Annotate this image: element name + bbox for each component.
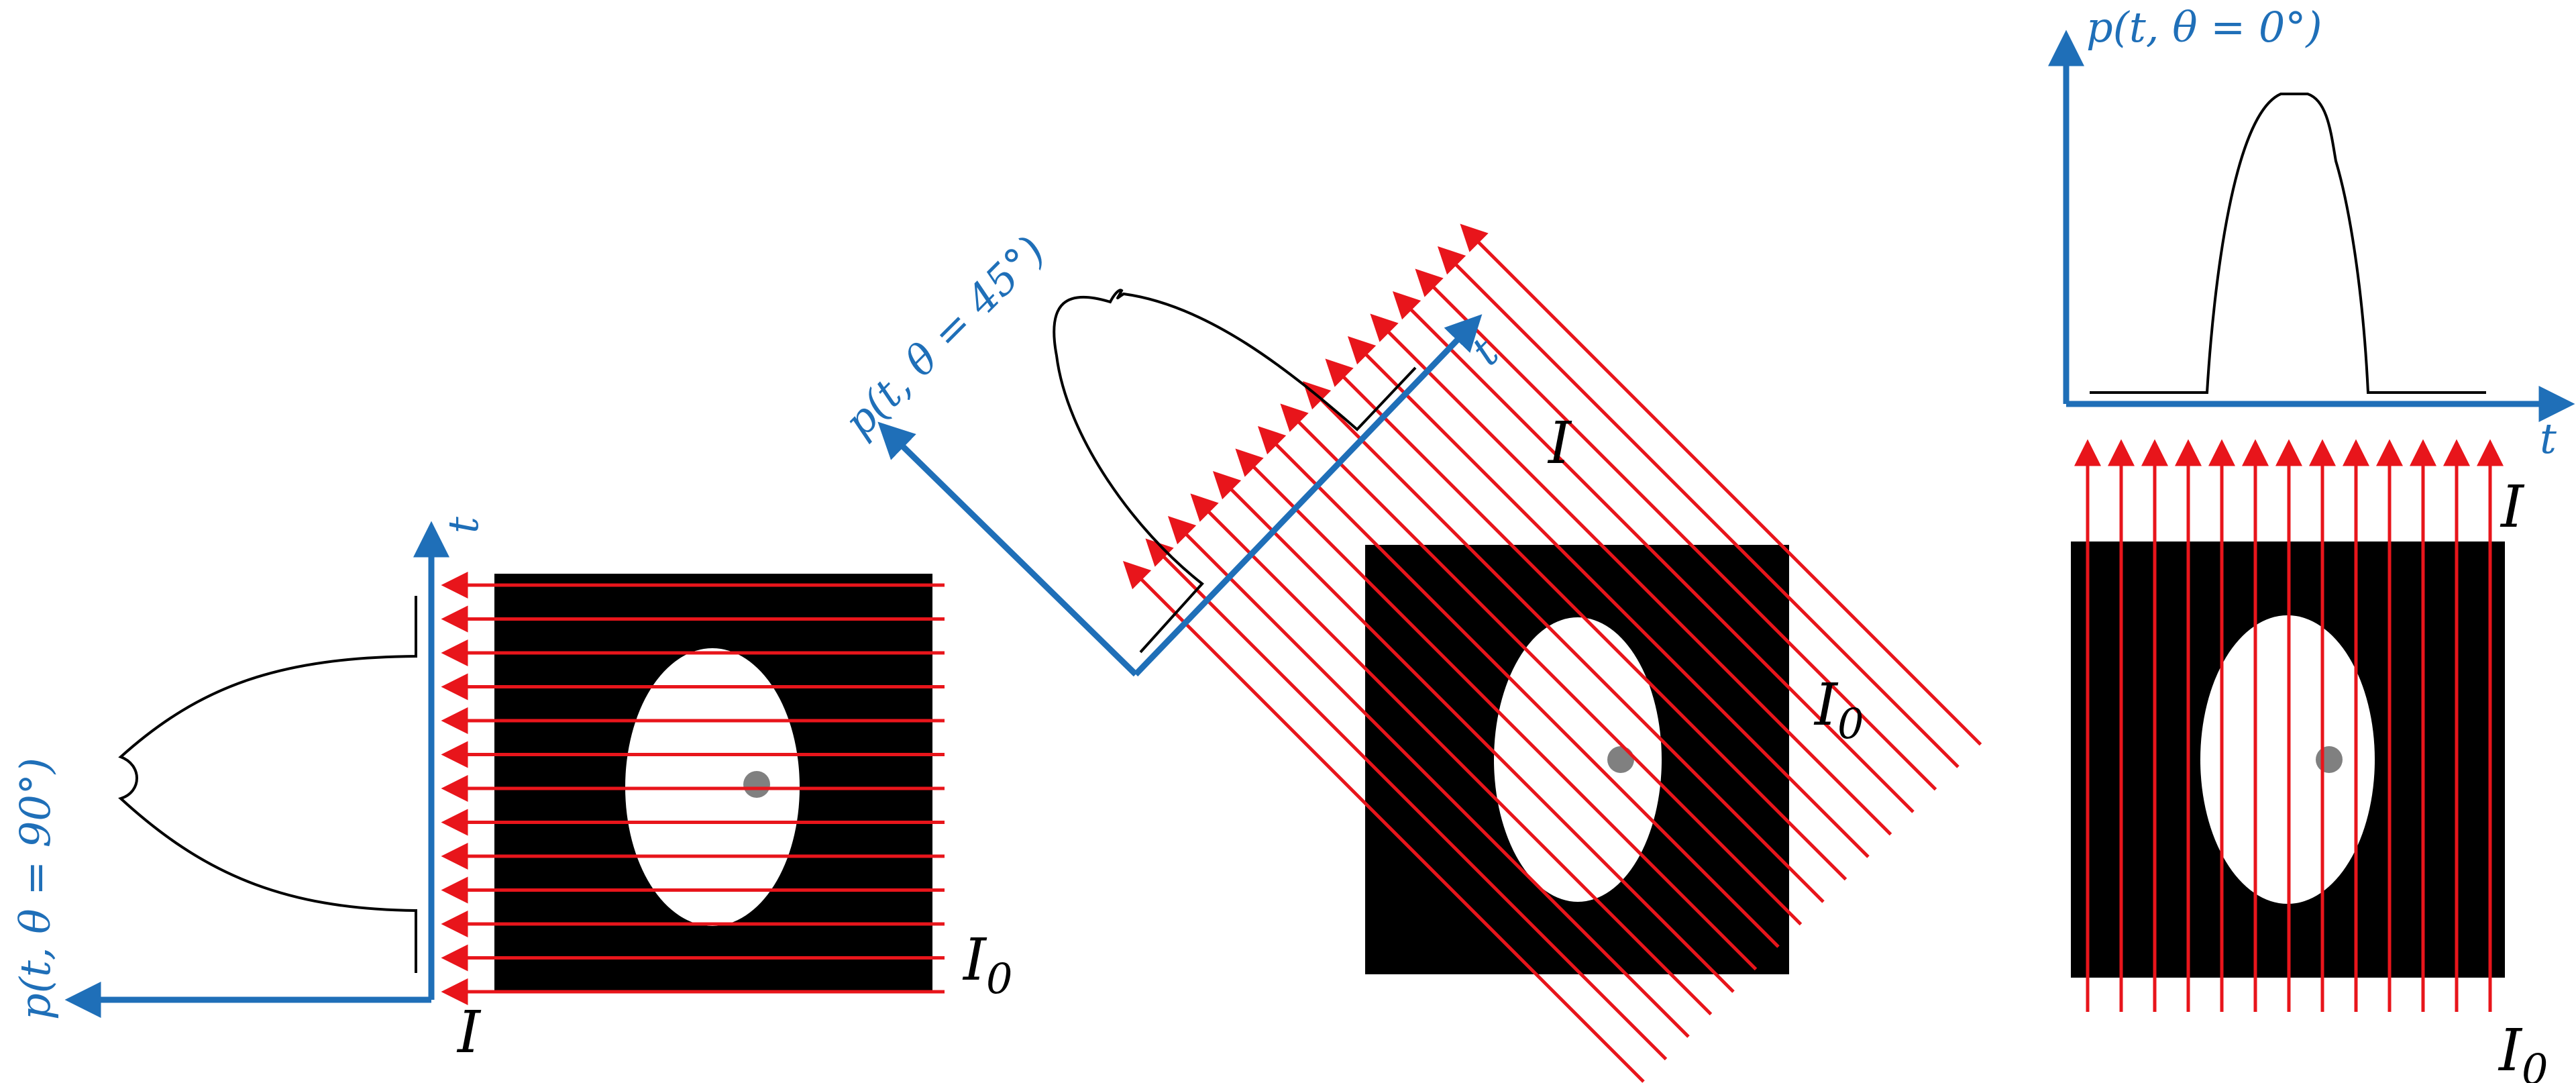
xray-beams xyxy=(2074,439,2504,1012)
projection-profile xyxy=(2090,93,2486,394)
panel-theta-90: t p(t, θ = 90°) I I0 xyxy=(11,517,1012,1066)
projection-profile xyxy=(1053,289,1417,654)
t-axis xyxy=(1133,314,1483,677)
intensity-out-label: I xyxy=(456,999,482,1066)
phantom-dot xyxy=(743,771,770,798)
xray-beams xyxy=(441,572,945,1005)
phantom-dot xyxy=(1607,746,1634,773)
xray-beam-arrow xyxy=(1235,448,1758,971)
panel-theta-45: t p(t, θ = 45°) I I0 xyxy=(835,223,1982,1083)
xray-beam-arrow xyxy=(1145,538,1668,1061)
projection-profile xyxy=(118,596,417,973)
intensity-out-label: I xyxy=(1547,410,1572,477)
xray-beam-arrow xyxy=(1302,380,1825,903)
p-axis-label: p(t, θ = 45°) xyxy=(835,227,1055,447)
xray-beam-arrow xyxy=(1167,515,1690,1038)
xray-beam-arrow xyxy=(1212,470,1735,993)
xray-beam-arrow xyxy=(1122,560,1645,1083)
p-axis-label: p(t, θ = 0°) xyxy=(2086,3,2322,52)
xray-beam-arrow xyxy=(1415,268,1937,791)
xray-beam-arrow xyxy=(1347,336,1870,858)
p-axis xyxy=(877,421,1138,677)
xray-beam-arrow xyxy=(1460,223,1982,746)
p-axis-label: p(t, θ = 90°) xyxy=(11,758,60,1020)
t-axis-label: t xyxy=(2540,414,2557,463)
xray-beams xyxy=(1122,223,1982,1083)
panel-theta-0: t p(t, θ = 0°) I I0 xyxy=(2048,3,2575,1083)
intensity-in-label: I0 xyxy=(1813,672,1864,748)
xray-beam-arrow xyxy=(1280,403,1803,926)
xray-beam-arrow xyxy=(1370,313,1892,836)
xray-beam-arrow xyxy=(1325,358,1847,881)
intensity-in-label: I0 xyxy=(2498,1017,2548,1083)
xray-beam-arrow xyxy=(1437,246,1960,768)
intensity-in-label: I0 xyxy=(962,927,1012,1003)
xray-beam-arrow xyxy=(1257,425,1780,948)
intensity-out-label: I xyxy=(2500,474,2525,541)
t-axis-label: t xyxy=(439,517,488,533)
phantom-dot xyxy=(2316,746,2343,773)
xray-beam-arrow xyxy=(1392,291,1915,813)
xray-beam-arrow xyxy=(1190,493,1713,1016)
